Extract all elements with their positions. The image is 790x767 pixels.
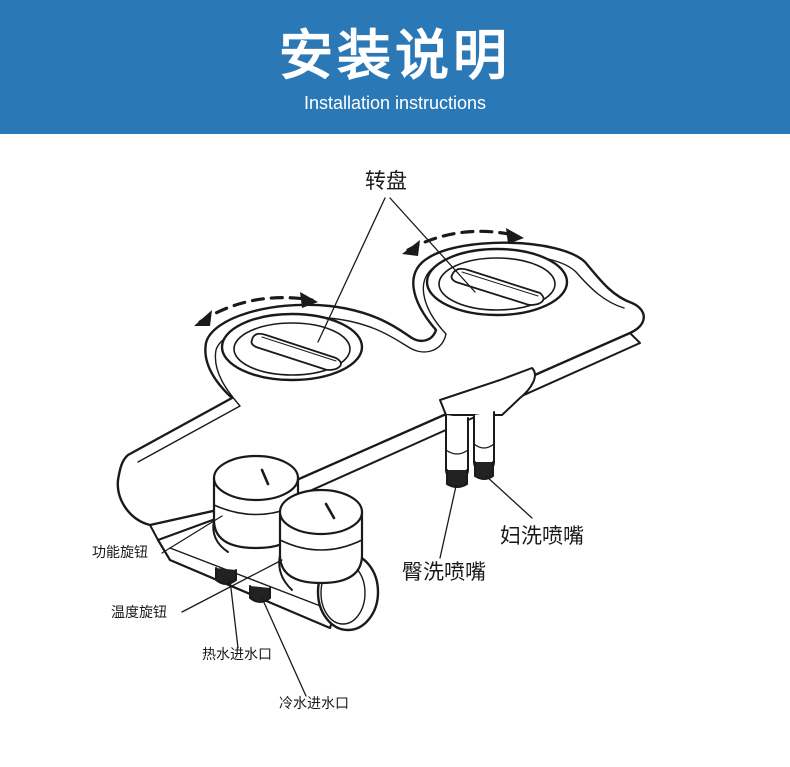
leader-function-knob xyxy=(161,515,223,554)
arrowhead-left-b xyxy=(300,292,318,308)
header-banner: 安装说明 Installation instructions xyxy=(0,0,790,134)
temperature-knob xyxy=(278,488,364,591)
label-cold-water-inlet: 冷水进水口 xyxy=(279,696,349,712)
leader-rear-nozzle xyxy=(439,485,457,559)
leader-turntable-left xyxy=(317,197,386,343)
leader-turntable-right xyxy=(389,197,476,293)
right-turntable xyxy=(425,247,569,317)
label-turntable: 转盘 xyxy=(365,169,407,193)
label-function-knob: 功能旋钮 xyxy=(92,545,148,561)
rear-wash-nozzle xyxy=(445,414,469,488)
arrowhead-left-a xyxy=(194,310,212,326)
feminine-wash-nozzle xyxy=(473,411,495,480)
page-subtitle: Installation instructions xyxy=(303,93,487,113)
label-hot-water-inlet: 热水进水口 xyxy=(202,647,272,663)
left-turntable xyxy=(220,312,364,382)
hot-water-inlet xyxy=(215,567,237,585)
arrowhead-right-a xyxy=(402,240,420,256)
cold-water-inlet xyxy=(249,585,271,603)
page-title: 安装说明 xyxy=(279,24,511,87)
nozzle-housing xyxy=(439,367,536,416)
leader-temperature-knob xyxy=(181,559,283,613)
label-feminine-nozzle: 妇洗喷嘴 xyxy=(500,524,584,548)
leader-cold-inlet xyxy=(261,597,307,697)
arrowhead-right-b xyxy=(506,228,524,244)
label-rear-nozzle: 臀洗喷嘴 xyxy=(402,560,486,584)
function-knob xyxy=(212,454,300,553)
leader-hot-inlet xyxy=(229,579,239,649)
label-temperature-knob: 温度旋钮 xyxy=(111,605,167,621)
leader-feminine-nozzle xyxy=(485,475,533,519)
